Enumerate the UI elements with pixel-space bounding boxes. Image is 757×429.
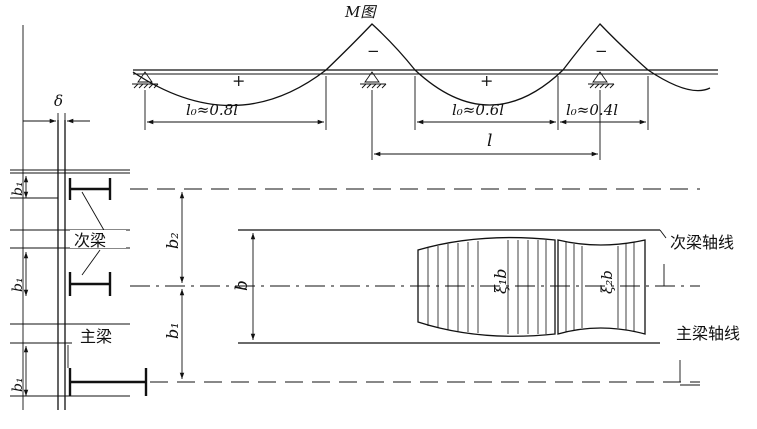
moment-diagram-title: M图: [344, 3, 377, 21]
effective-width-shape-1: ξ₁b: [417, 236, 556, 337]
floor-section: δ b₁ 次梁 b₁ 主梁: [10, 25, 148, 410]
secondary-beam-axis-label: 次梁轴线: [670, 233, 734, 252]
b1-label-top: b₁: [10, 181, 26, 196]
plus-sign-1: +: [232, 71, 245, 90]
axis-lines: b₂ b₁ b 次梁轴线 主梁轴线: [130, 188, 740, 386]
main-beam-label: 主梁: [80, 327, 112, 346]
main-beam-axis-label: 主梁轴线: [676, 324, 740, 343]
xi2b-label: ξ₂b: [598, 270, 616, 294]
pin-support-left: [132, 71, 159, 89]
moment-curve: [132, 23, 711, 107]
minus-sign-1: −: [367, 42, 380, 60]
span-l-label: l: [487, 131, 492, 151]
b1-label-bottom: b₁: [10, 377, 26, 392]
secondary-beam-section-2: [68, 272, 112, 296]
effective-width-shape-2: ξ₂b: [557, 239, 646, 335]
xi1b-label: ξ₁b: [491, 269, 510, 294]
pin-support-middle: [360, 71, 387, 89]
main-beam-section: [68, 368, 148, 396]
minus-sign-2: −: [595, 42, 608, 60]
b1-label-middle: b₁: [10, 277, 26, 292]
delta-label: δ: [54, 92, 63, 110]
l0-04-label: l₀≈0.4l: [566, 101, 618, 119]
secondary-beam-section-1: [68, 178, 112, 200]
secondary-beam-label: 次梁: [74, 231, 106, 250]
b2-label: b₂: [163, 232, 182, 249]
l0-08-label: l₀≈0.8l: [186, 101, 238, 119]
pin-support-right: [588, 71, 615, 89]
moment-diagram: M图 + + − −: [132, 3, 718, 160]
l0-06-label: l₀≈0.6l: [452, 101, 504, 119]
b1-right-label: b₁: [163, 322, 182, 339]
plus-sign-2: +: [480, 71, 493, 90]
b-label: b: [232, 280, 252, 291]
